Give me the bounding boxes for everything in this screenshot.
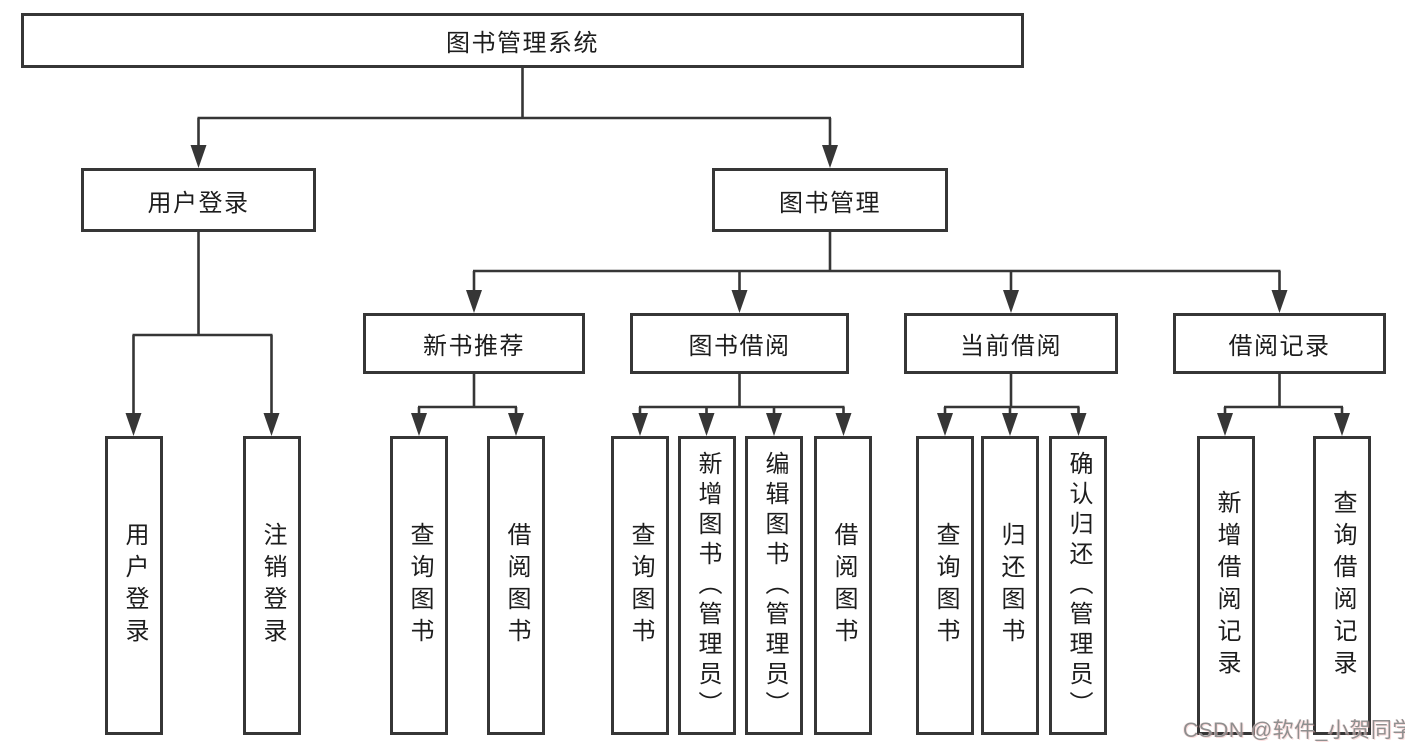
leaf-borrow-books: 借阅图书: [814, 436, 872, 735]
node-user-login: 用户登录: [81, 168, 316, 232]
node-new-book-recommend: 新书推荐: [363, 313, 585, 374]
leaf-query-books-recommend: 查询图书: [390, 436, 448, 735]
leaf-confirm-return-admin: 确认归还（管理员）: [1049, 436, 1107, 735]
node-book-borrow: 图书借阅: [630, 313, 849, 374]
leaf-logout: 注销登录: [243, 436, 301, 735]
leaf-return-book: 归还图书: [981, 436, 1039, 735]
leaf-add-borrow-record: 新增借阅记录: [1197, 436, 1255, 735]
leaf-query-books-borrow: 查询图书: [611, 436, 669, 735]
leaf-user-login: 用户登录: [105, 436, 163, 735]
leaf-edit-book-admin: 编辑图书（管理员）: [745, 436, 803, 735]
leaf-borrow-books-recommend: 借阅图书: [487, 436, 545, 735]
node-current-borrow: 当前借阅: [904, 313, 1118, 374]
node-book-management: 图书管理: [712, 168, 948, 232]
node-borrow-records: 借阅记录: [1173, 313, 1386, 374]
leaf-query-borrow-record: 查询借阅记录: [1313, 436, 1371, 735]
leaf-add-book-admin: 新增图书（管理员）: [678, 436, 736, 735]
node-root: 图书管理系统: [21, 13, 1024, 68]
leaf-query-books-current: 查询图书: [916, 436, 974, 735]
watermark: CSDN @软件_小贺同学: [1183, 719, 1405, 742]
